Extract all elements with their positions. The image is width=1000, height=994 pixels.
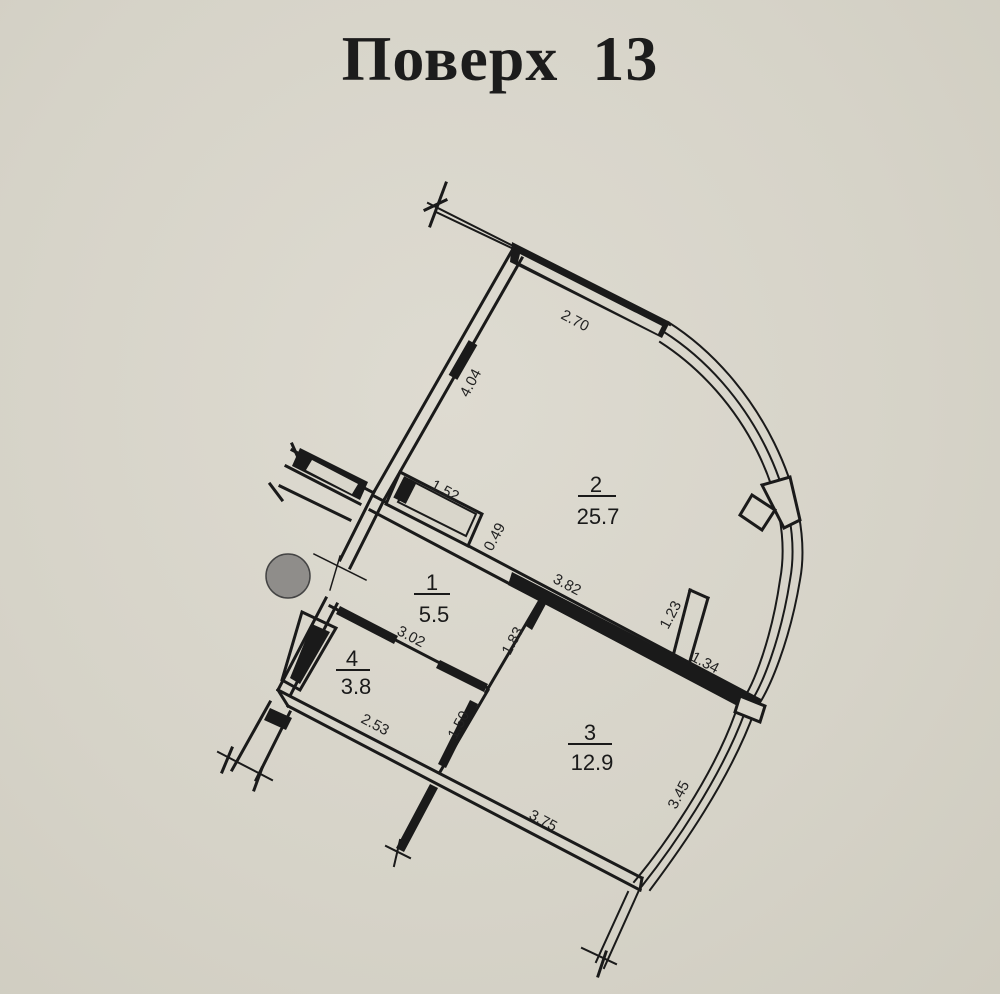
left-block-lower [229, 609, 339, 783]
room-area: 12.9 [571, 750, 614, 775]
room-number: 2 [590, 472, 602, 497]
room-number: 1 [426, 570, 438, 595]
dimension-tick-bottom-left [216, 746, 274, 792]
dim-label: 2.70 [558, 307, 592, 336]
wall-room1-room3 [483, 597, 546, 695]
room-number: 4 [346, 646, 358, 671]
room-label-4: 4 3.8 [336, 646, 371, 699]
room-label-2: 2 25.7 [577, 472, 620, 529]
wall-room4-room3 [437, 687, 491, 775]
entry-marker [312, 552, 368, 591]
wall-room1-room4 [327, 603, 491, 692]
outer-walls [275, 242, 670, 893]
room-area: 3.8 [341, 674, 372, 699]
curved-window-wall [632, 320, 804, 892]
room-label-1: 1 5.5 [414, 570, 450, 627]
left-block-upper [267, 442, 375, 523]
room-area: 25.7 [577, 504, 620, 529]
floor-title: Поверх 13 [341, 23, 659, 94]
dimension-tick-bottom-center [384, 784, 438, 868]
dim-label: 3.75 [526, 807, 560, 836]
room-number: 3 [584, 720, 596, 745]
room-area: 5.5 [419, 602, 450, 627]
room-label-3: 3 12.9 [568, 720, 613, 775]
dimension-tick-bottom-right [580, 886, 642, 978]
niche-block [384, 469, 484, 549]
entry-circle-marker [265, 553, 311, 599]
column-square [737, 475, 802, 533]
dim-label: 0.49 [481, 520, 510, 554]
